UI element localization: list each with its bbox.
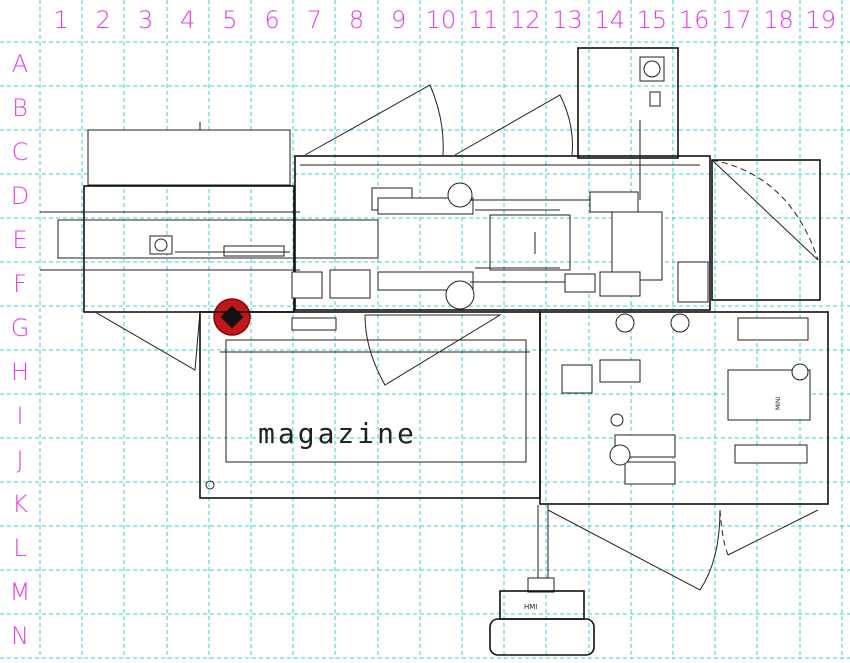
right-sensor-box: [677, 261, 709, 303]
right-door-arc: [711, 159, 819, 261]
column-label-1: 1: [53, 6, 68, 34]
top-left-cover: [87, 129, 291, 186]
motor-right-lower: [734, 444, 808, 464]
pulley-bottom: [445, 280, 475, 310]
magazine-bolt-left: [205, 480, 215, 490]
bracket-mid: [561, 364, 593, 394]
gear-lower: [609, 444, 631, 466]
row-label-E: E: [12, 226, 27, 254]
hmi-label: HMI: [524, 603, 537, 611]
sensor-circle: [610, 413, 624, 427]
motor-right-upper: [737, 317, 809, 341]
row-label-F: F: [13, 270, 27, 298]
column-label-10: 10: [426, 6, 457, 34]
fan-box-top-right: [577, 47, 679, 159]
left-lower-door: [93, 311, 201, 371]
hmi-panel: [499, 590, 585, 620]
hmi-keyboard: [489, 618, 595, 656]
column-label-8: 8: [349, 6, 364, 34]
row-label-H: H: [11, 358, 29, 386]
motor-bottom-right: [564, 273, 596, 293]
hmi-mount: [527, 577, 555, 593]
bottom-door-right: [727, 509, 819, 556]
cylinder-left: [223, 245, 285, 257]
bottom-door-left: [547, 509, 721, 591]
row-label-A: A: [12, 50, 28, 78]
row-label-G: G: [11, 314, 30, 342]
row-label-N: N: [11, 622, 29, 650]
column-label-13: 13: [552, 6, 583, 34]
row-label-B: B: [12, 94, 28, 122]
column-label-4: 4: [180, 6, 195, 34]
mini-cabinet-label: MINI: [775, 397, 782, 410]
column-label-15: 15: [637, 6, 668, 34]
belt-top: [377, 197, 474, 215]
infeed-belt: [57, 219, 379, 259]
motor-cluster: [599, 271, 641, 297]
row-label-I: I: [16, 402, 23, 430]
column-label-5: 5: [222, 6, 237, 34]
gear-bottom-left: [329, 269, 371, 299]
motor-lowest: [624, 461, 676, 485]
magazine-box: [225, 339, 527, 463]
row-label-M: M: [10, 578, 31, 606]
column-label-7: 7: [307, 6, 322, 34]
row-label-D: D: [11, 182, 29, 210]
gear-upper-right: [670, 313, 690, 333]
column-label-12: 12: [510, 6, 541, 34]
pulley-top: [447, 182, 473, 208]
gear-right: [791, 363, 809, 381]
magazine-label: magazine: [258, 417, 417, 450]
top-door-left: [304, 84, 444, 156]
column-label-3: 3: [138, 6, 153, 34]
machine-layout: magazine MINI HMI: [40, 47, 829, 656]
column-label-18: 18: [763, 6, 794, 34]
right-door-leaf: [711, 159, 819, 261]
motor-mid: [599, 359, 641, 383]
motor-bottom-left: [291, 271, 323, 299]
fan-icon-top-right-circle: [643, 60, 661, 78]
row-label-J: J: [16, 446, 23, 474]
right-cabinet: [611, 211, 663, 281]
switch-top-right: [649, 91, 661, 107]
column-label-9: 9: [391, 6, 406, 34]
column-label-2: 2: [96, 6, 111, 34]
fan-icon-left: [149, 235, 173, 255]
row-label-K: K: [12, 490, 28, 518]
column-label-6: 6: [264, 6, 279, 34]
main-frame: [294, 155, 711, 311]
lower-right-frame: [539, 311, 829, 505]
motor-top-right: [589, 191, 639, 213]
column-label-11: 11: [468, 6, 499, 34]
column-label-16: 16: [679, 6, 710, 34]
column-label-17: 17: [721, 6, 752, 34]
row-label-L: L: [13, 534, 26, 562]
top-door-right: [454, 94, 573, 156]
magazine-door: [364, 314, 502, 386]
fan-icon-left-circle: [154, 238, 168, 252]
column-label-19: 19: [805, 6, 836, 34]
small-slot: [291, 317, 337, 331]
gear-upper-left: [615, 313, 635, 333]
row-label-C: C: [12, 138, 29, 166]
right-door-frame: [711, 159, 821, 301]
column-label-14: 14: [594, 6, 625, 34]
bottom-door-arc: [719, 509, 729, 556]
centre-guide: [489, 214, 571, 271]
